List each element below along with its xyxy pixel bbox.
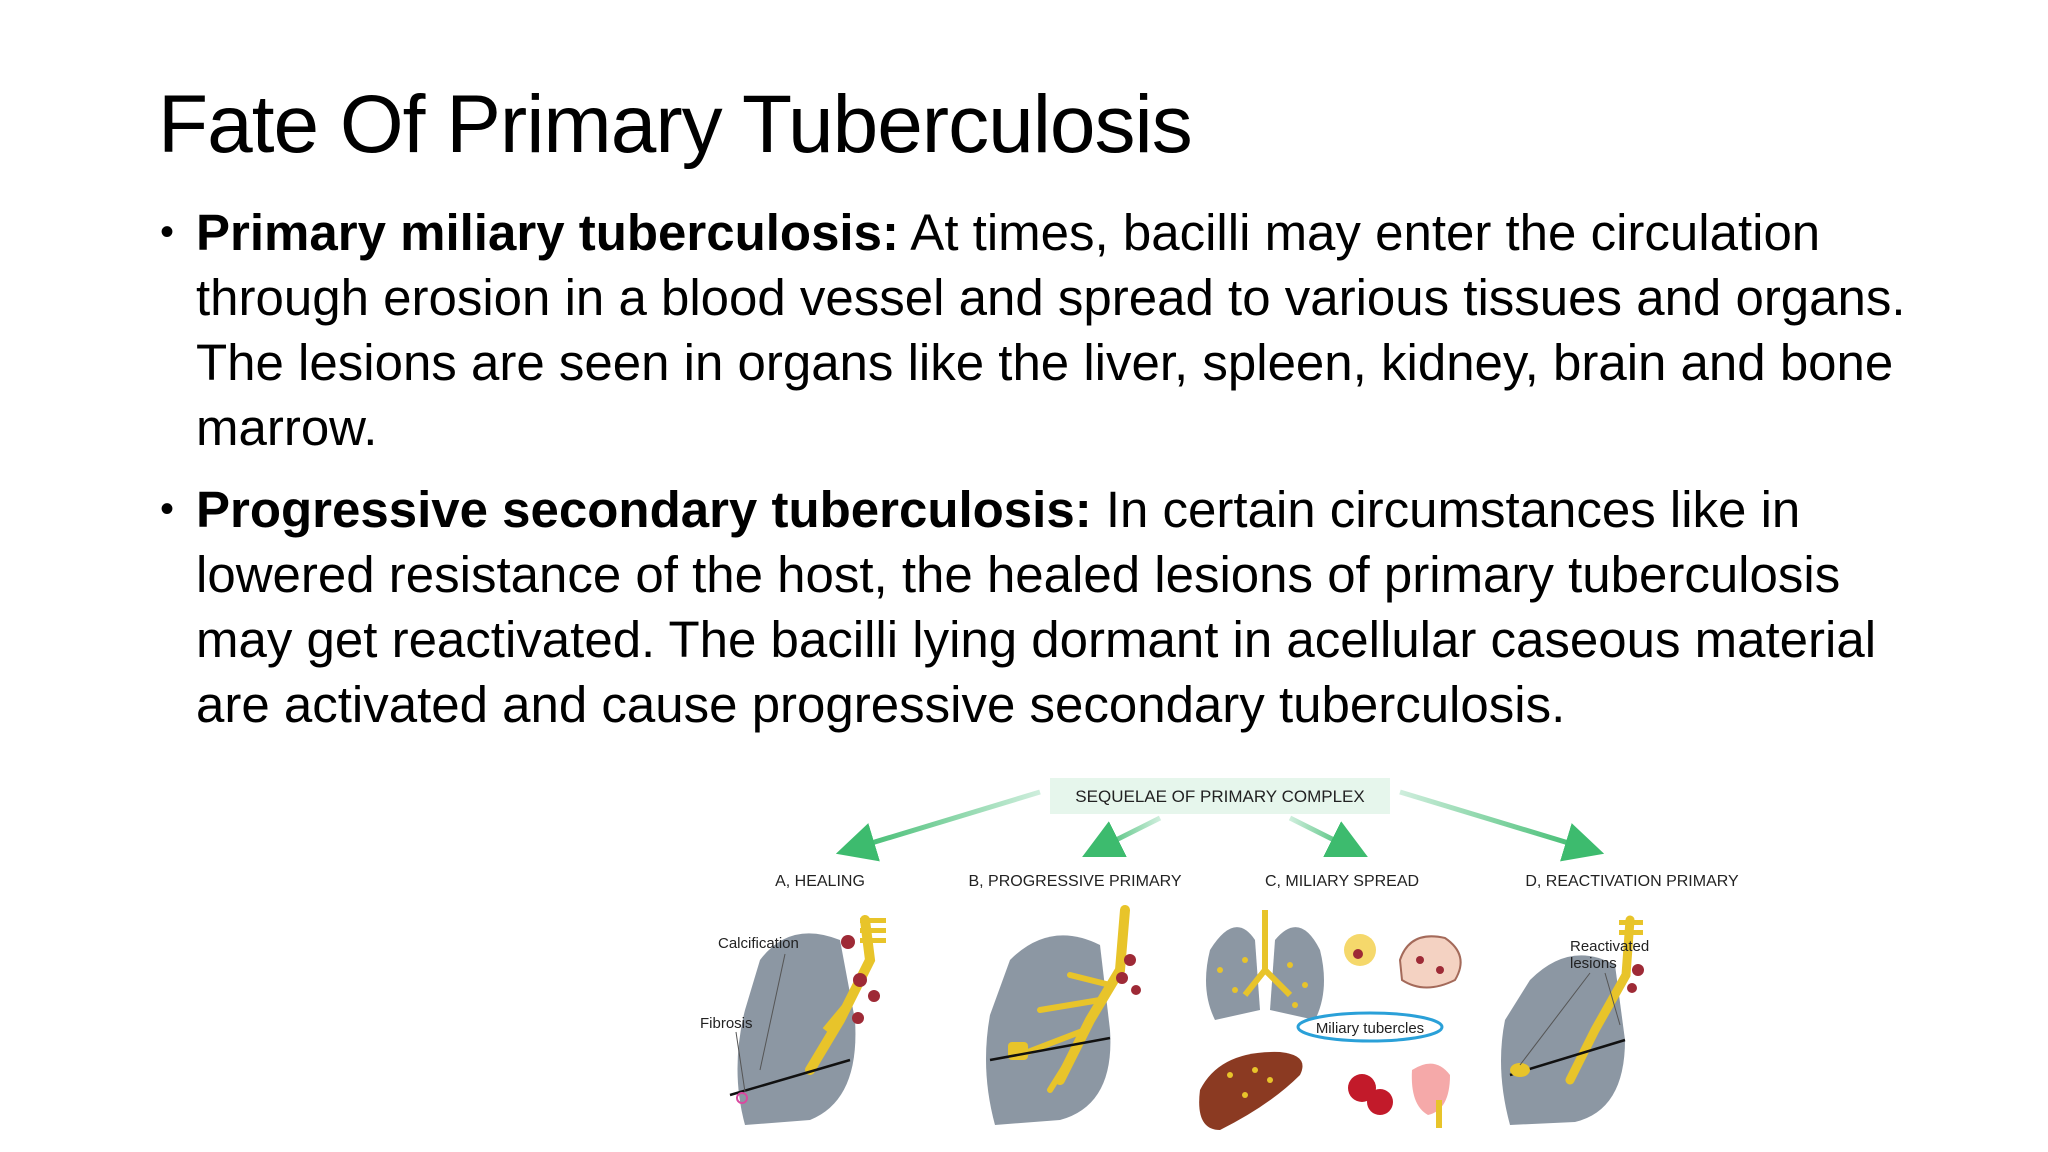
calcification-label: Calcification [718, 935, 799, 952]
reactivation-lung-illustration [1501, 915, 1644, 1125]
bullet-primary-miliary: • Primary miliary tuberculosis: At times… [158, 200, 1918, 460]
bullet-list: • Primary miliary tuberculosis: At times… [158, 200, 1918, 754]
arrow-to-progressive [1082, 815, 1162, 857]
arrow-to-reactivation [1399, 789, 1605, 862]
panel-label-miliary: C, MILIARY SPREAD [1265, 873, 1419, 890]
miliary-spread-illustration [1199, 910, 1462, 1130]
reactivated-pointer-2 [1604, 972, 1621, 1026]
fibrosis-pointer [735, 1031, 746, 1093]
panel-label-healing: A, HEALING [775, 873, 865, 890]
calcification-pointer [759, 953, 786, 1071]
sequelae-diagram: SEQUELAE OF PRIMARY COMPLEX A, HEALING B… [700, 778, 1739, 1130]
healing-lung-illustration [729, 915, 886, 1125]
panel-label-reactivation: D, REACTIVATION PRIMARY [1525, 873, 1739, 890]
bullet-term: Progressive secondary tuberculosis: [196, 481, 1092, 538]
bullet-text: In certain circumstances like in lowered… [196, 481, 1877, 733]
bullet-progressive-secondary: • Progressive secondary tuberculosis: In… [158, 477, 1918, 737]
figure-header: SEQUELAE OF PRIMARY COMPLEX [1075, 787, 1364, 806]
reactivated-label-line2: lesions [1570, 955, 1617, 972]
slide-title: Fate Of Primary Tuberculosis [158, 79, 1193, 170]
arrow-to-miliary [1288, 815, 1368, 857]
arrow-to-healing [835, 789, 1041, 862]
bullet-dot-icon: • [160, 210, 175, 254]
reactivated-pointer-1 [1519, 972, 1591, 1066]
progressive-lung-illustration [986, 905, 1141, 1125]
figure-header-box [1050, 778, 1390, 814]
bullet-text: At times, bacilli may enter the circulat… [196, 204, 1906, 456]
panel-label-progressive: B, PROGRESSIVE PRIMARY [968, 873, 1181, 890]
bullet-term: Primary miliary tuberculosis: [196, 204, 899, 261]
fibrosis-label: Fibrosis [700, 1015, 753, 1032]
miliary-tubercles-label: Miliary tubercles [1316, 1020, 1424, 1037]
bullet-dot-icon: • [160, 487, 175, 531]
reactivated-label-line1: Reactivated [1570, 938, 1649, 955]
miliary-tubercles-callout [1296, 1011, 1444, 1043]
